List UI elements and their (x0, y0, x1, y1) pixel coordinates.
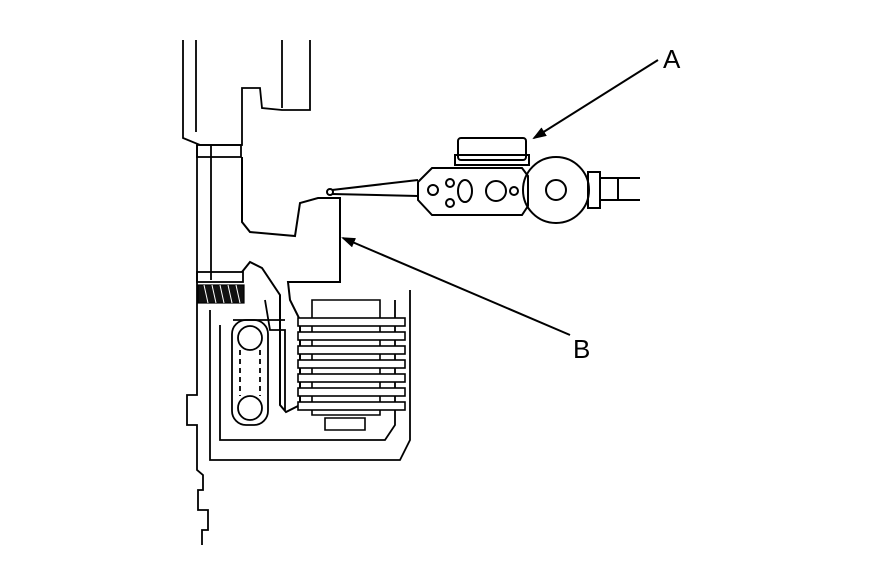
callout-label-b: B (573, 334, 591, 364)
spring (197, 284, 245, 304)
leader-lines (341, 59, 659, 336)
piston-body (241, 157, 341, 414)
clutch-pack (297, 299, 406, 431)
dial-indicator (326, 137, 640, 224)
leader-a (532, 59, 659, 140)
leader-b (341, 237, 571, 336)
bearing (231, 319, 269, 426)
callout-label-a: A (663, 44, 681, 74)
